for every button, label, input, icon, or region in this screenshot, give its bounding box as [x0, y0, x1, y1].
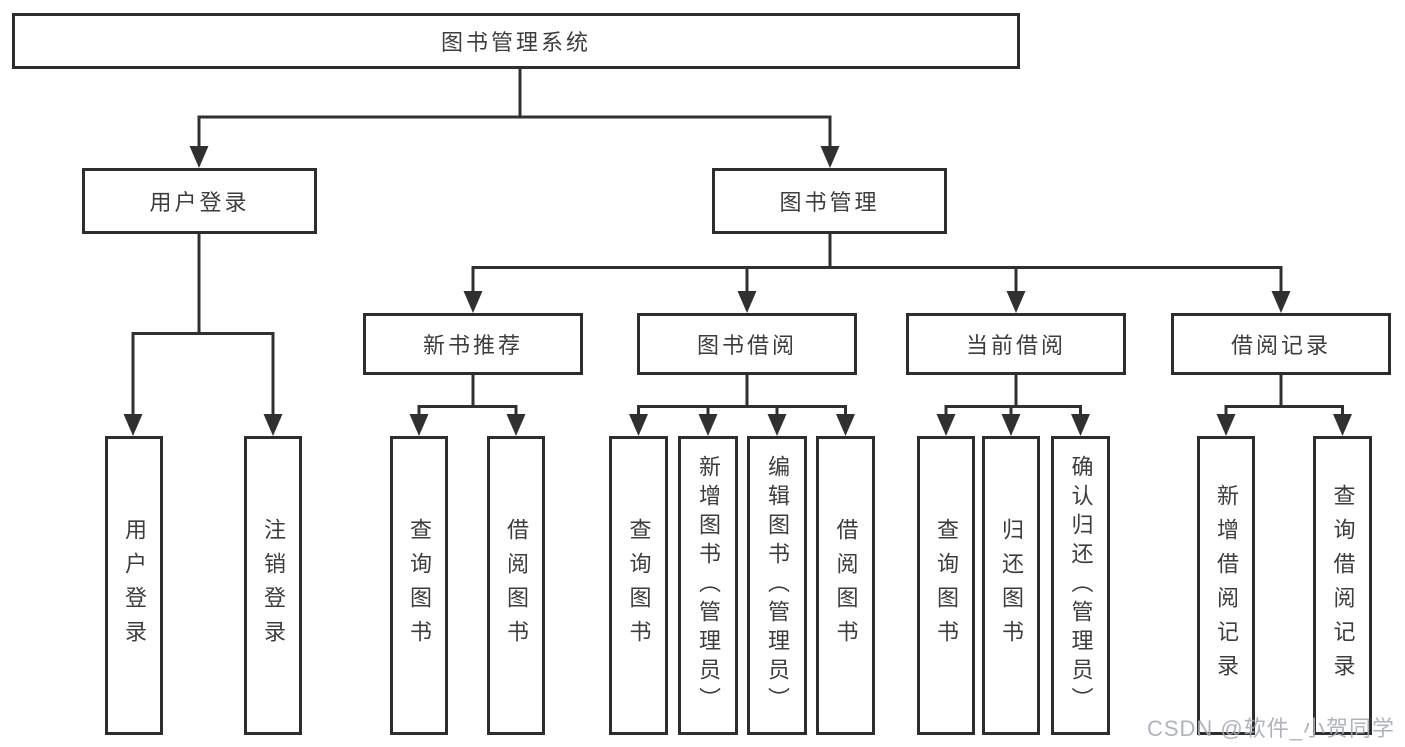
branch-user-login-label: 用户登录 [149, 190, 250, 215]
leaf-cb-return-books: 归还图书 [982, 436, 1040, 735]
leaf-user-login: 用户登录 [105, 436, 163, 735]
branch-book-mgmt-label: 图书管理 [779, 190, 880, 215]
arrowhead-down [767, 414, 787, 436]
arrowhead-down [1001, 414, 1021, 436]
section-current-borrow: 当前借阅 [906, 313, 1126, 375]
section-current-borrow-label: 当前借阅 [965, 333, 1066, 358]
connector-new-books-children [409, 375, 526, 436]
arrowhead-down [698, 414, 718, 436]
connector-book-mgmt-sections [463, 233, 1291, 313]
arrowhead-down [463, 291, 483, 313]
arrowhead-down [737, 291, 757, 313]
leaf-br-query-record-label: 查询借阅记录 [1330, 483, 1356, 688]
leaf-nb-query-books: 查询图书 [390, 436, 448, 735]
section-borrow-records: 借阅记录 [1171, 313, 1391, 375]
branch-book-mgmt: 图书管理 [712, 168, 947, 234]
leaf-bb-query-books-label: 查询图书 [626, 517, 652, 654]
arrowhead-down [263, 414, 283, 436]
leaf-br-add-record: 新增借阅记录 [1197, 436, 1255, 735]
node-root: 图书管理系统 [12, 13, 1020, 69]
arrowhead-down [936, 414, 956, 436]
arrowhead-down [409, 414, 429, 436]
leaf-logout: 注销登录 [244, 436, 302, 735]
connector-borrow-records-children [1216, 375, 1352, 436]
leaf-bb-edit-books-admin-label: 编辑图书（管理员） [765, 455, 790, 716]
arrowhead-down [189, 146, 209, 168]
leaf-bb-add-books-admin-label: 新增图书（管理员） [696, 455, 721, 716]
arrowhead-down [1271, 291, 1291, 313]
connector-root-to-level2 [189, 69, 840, 168]
leaf-bb-add-books-admin: 新增图书（管理员） [678, 436, 738, 735]
leaf-user-login-label: 用户登录 [122, 517, 147, 654]
arrowhead-down [836, 414, 855, 436]
leaf-cb-confirm-return-admin: 确认归还（管理员） [1051, 436, 1110, 735]
leaf-cb-query-books-label: 查询图书 [934, 517, 959, 654]
connector-book-borrow-children [629, 375, 855, 436]
leaf-br-add-record-label: 新增借阅记录 [1214, 483, 1239, 688]
leaf-logout-label: 注销登录 [261, 517, 286, 654]
leaf-cb-confirm-return-admin-label: 确认归还（管理员） [1068, 455, 1094, 716]
arrowhead-down [1216, 414, 1236, 436]
leaf-cb-query-books: 查询图书 [917, 436, 975, 735]
section-book-borrow: 图书借阅 [637, 313, 857, 375]
arrowhead-down [629, 414, 648, 436]
arrowhead-down [1333, 414, 1352, 436]
connector-user-login-children [123, 234, 283, 436]
csdn-watermark: CSDN @软件_小贺同学 [1146, 716, 1395, 741]
arrowhead-down [506, 414, 526, 436]
leaf-br-query-record: 查询借阅记录 [1313, 436, 1372, 735]
leaf-nb-borrow-books: 借阅图书 [487, 436, 545, 735]
arrowhead-down [1006, 291, 1026, 313]
arrowhead-down [820, 146, 840, 168]
section-book-borrow-label: 图书借阅 [696, 333, 797, 358]
section-new-books: 新书推荐 [363, 313, 583, 375]
node-root-label: 图书管理系统 [440, 30, 591, 55]
leaf-nb-borrow-books-label: 借阅图书 [504, 517, 529, 654]
connector-current-borrow-children [936, 375, 1090, 436]
arrowhead-down [123, 414, 143, 436]
leaf-cb-return-books-label: 归还图书 [999, 517, 1024, 654]
branch-user-login: 用户登录 [82, 168, 317, 234]
leaf-bb-borrow-books-label: 借阅图书 [833, 517, 859, 654]
leaf-bb-edit-books-admin: 编辑图书（管理员） [747, 436, 807, 735]
leaf-bb-query-books: 查询图书 [609, 436, 668, 735]
arrowhead-down [1071, 414, 1090, 436]
section-borrow-records-label: 借阅记录 [1230, 333, 1331, 358]
leaf-bb-borrow-books: 借阅图书 [816, 436, 875, 735]
section-new-books-label: 新书推荐 [422, 333, 523, 358]
leaf-nb-query-books-label: 查询图书 [407, 517, 432, 654]
